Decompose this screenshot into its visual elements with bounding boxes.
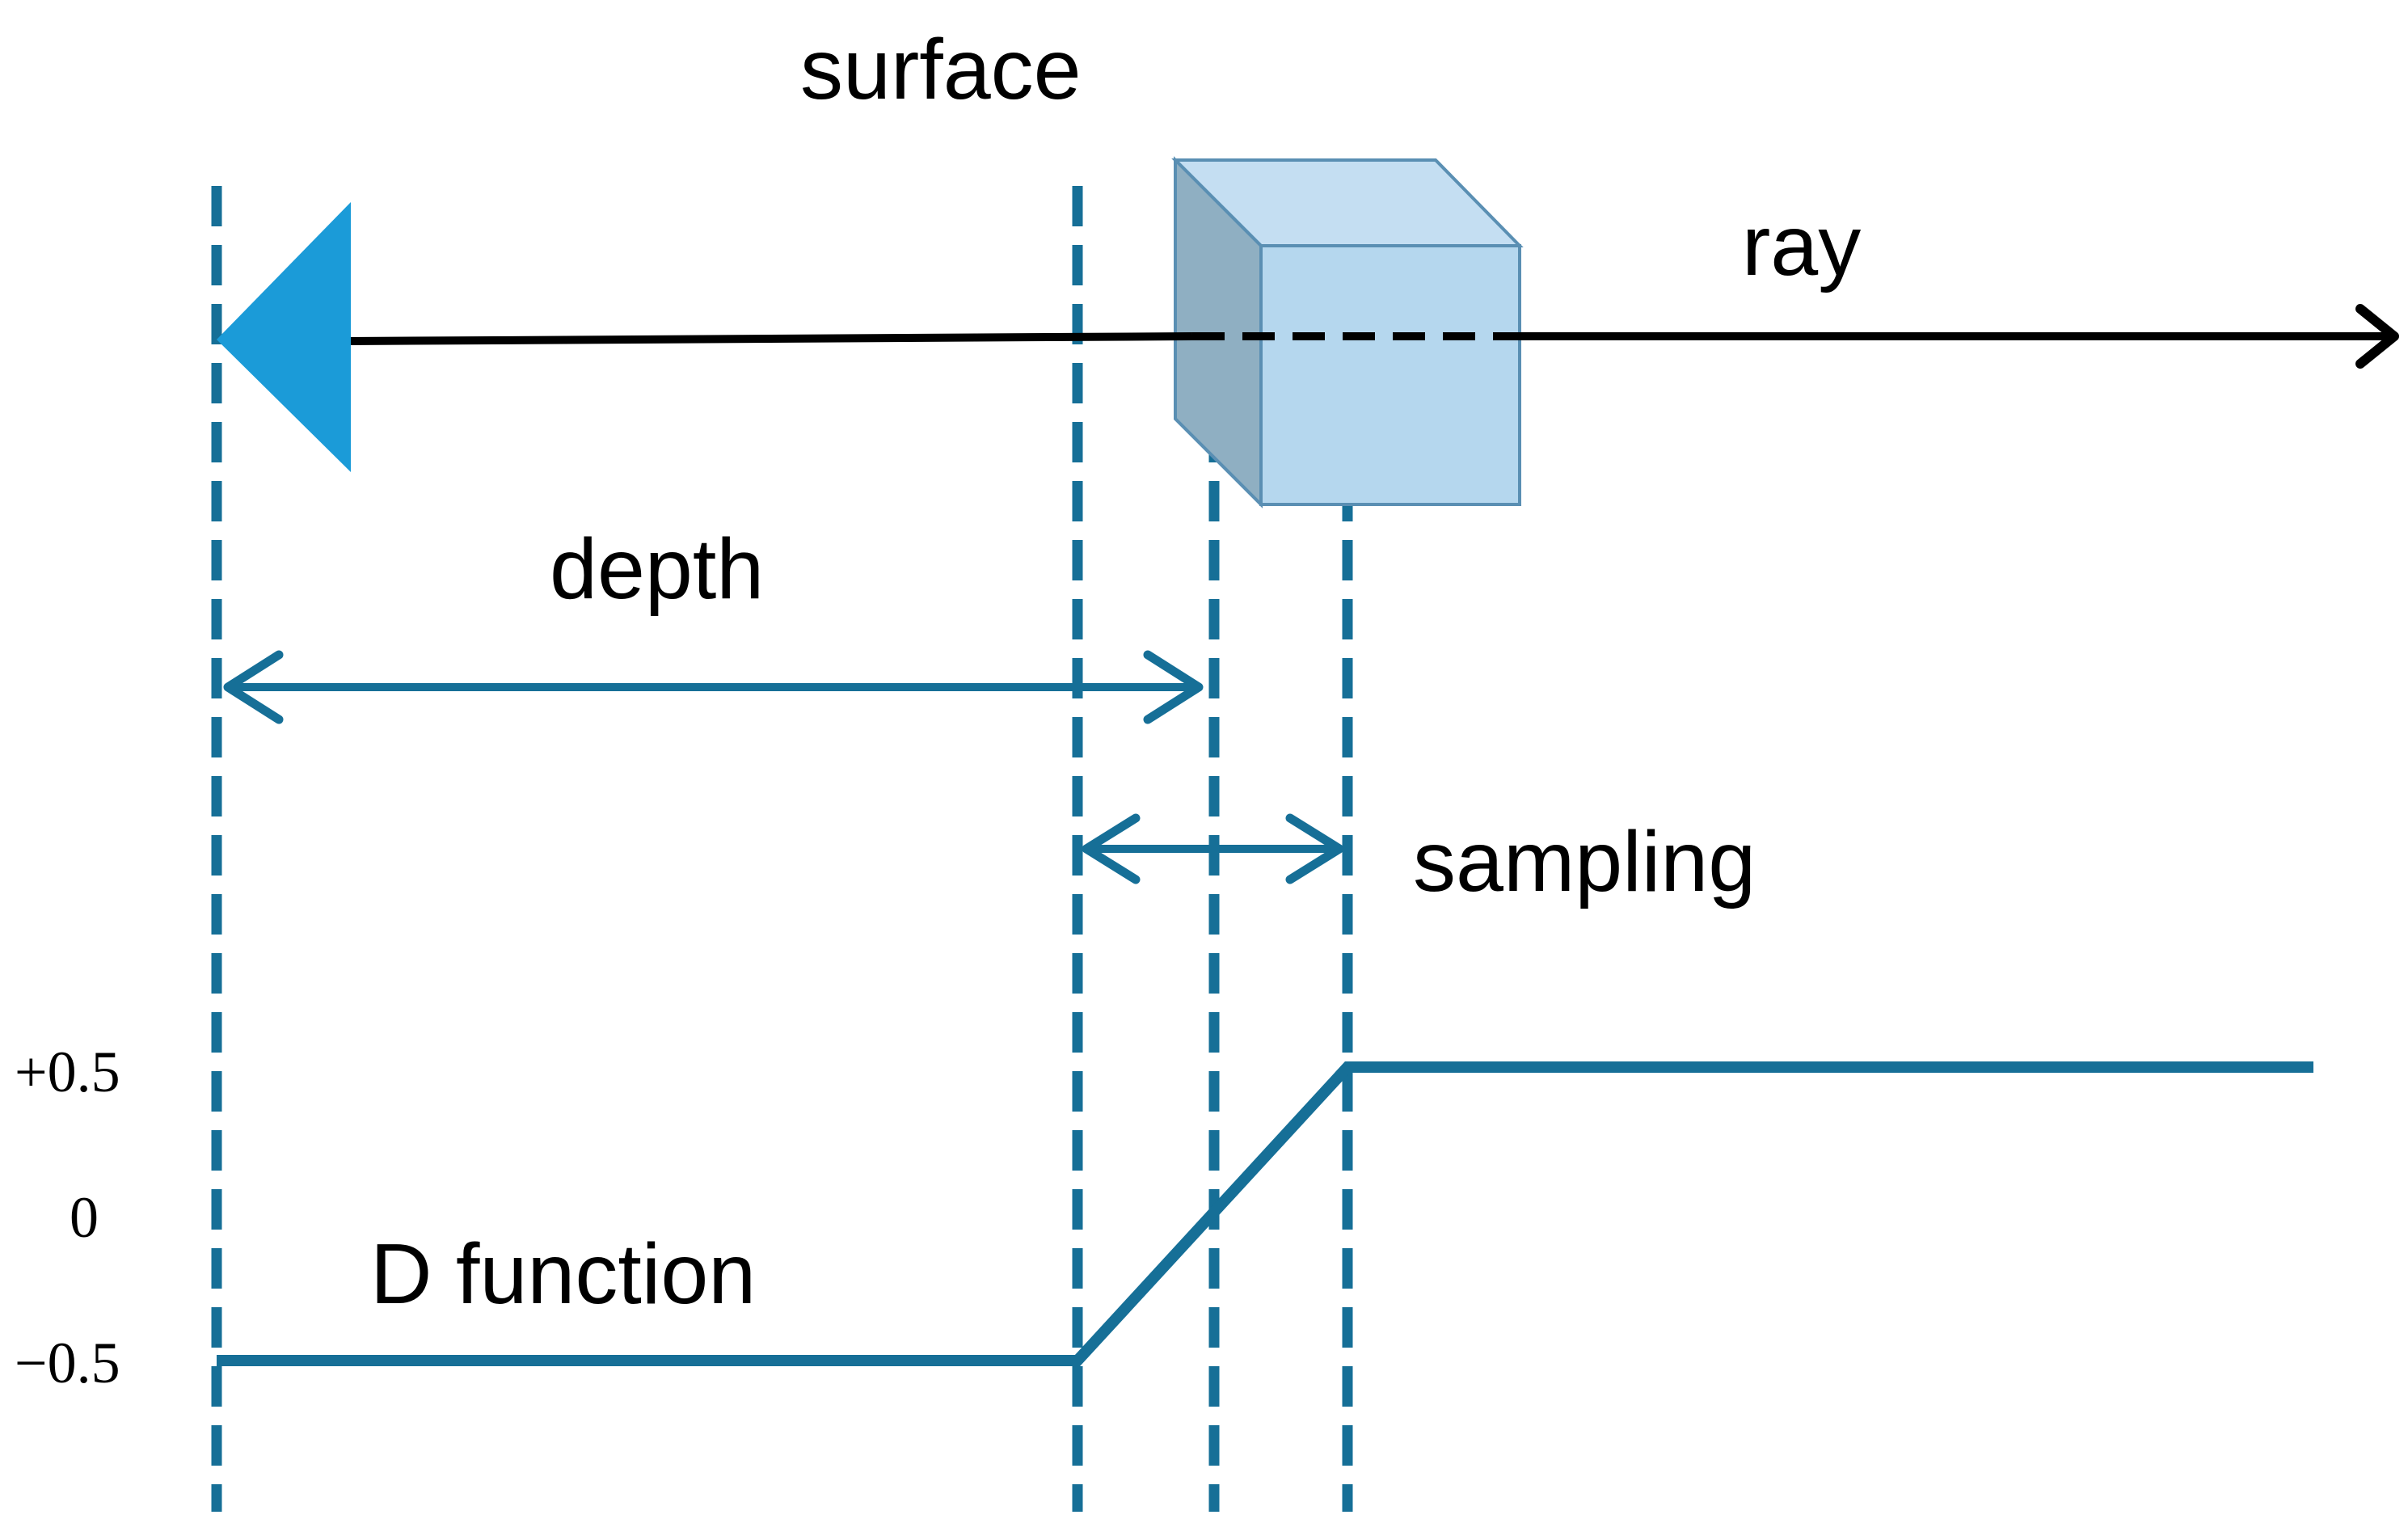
d-function-curve <box>217 1061 2313 1366</box>
ray <box>347 304 2399 369</box>
sampling-label: sampling <box>1413 814 1756 909</box>
ray-solid-segment-left <box>347 332 1193 345</box>
depth-label: depth <box>550 521 764 617</box>
d-function-label: D function <box>370 1226 756 1322</box>
camera-icon <box>217 202 351 472</box>
voxel-front-face <box>1259 244 1521 506</box>
sampling-arrow <box>1082 813 1344 884</box>
surface-label: surface <box>800 22 1082 117</box>
ray-label: ray <box>1742 198 1861 293</box>
minus-half-label: −0.5 <box>15 1331 120 1395</box>
plus-half-label: +0.5 <box>15 1040 120 1104</box>
depth-arrow <box>223 650 1204 724</box>
zero-label: 0 <box>70 1185 99 1250</box>
ray-arrowhead <box>2355 304 2399 369</box>
